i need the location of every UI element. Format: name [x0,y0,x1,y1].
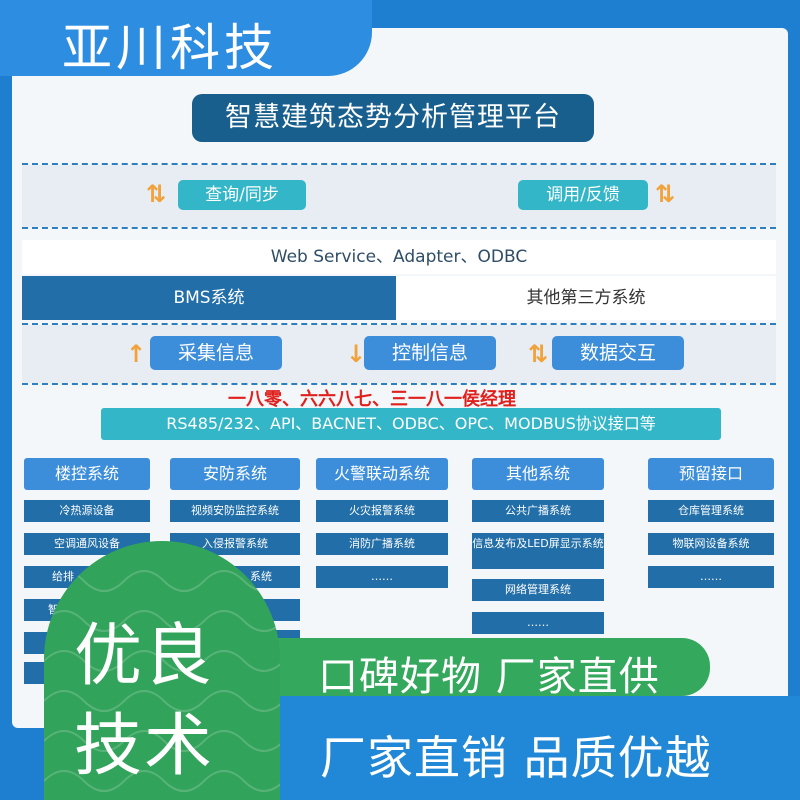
column-item: 物联网设备系统 [648,533,774,555]
up-down-arrow-icon: ⇅ [146,180,167,208]
column-header-other-systems: 其他系统 [472,458,604,490]
third-party-system-box: 其他第三方系统 [396,276,776,320]
up-down-arrow-icon: ⇅ [655,180,676,208]
slogan-green-bar: 口碑好物 厂家直供 [278,638,710,700]
slogan-green-text: 口碑好物 厂家直供 [318,654,660,700]
column-header-building-control: 楼控系统 [24,458,150,490]
badge-line-2: 技术 [74,707,215,786]
column-item: 火灾报警系统 [316,500,448,522]
control-info-box: 控制信息 [364,336,496,370]
column-item: …… [648,566,774,588]
column-header-reserved-interface: 预留接口 [648,458,774,490]
wave-pattern-icon [44,570,280,792]
dashed-divider-2 [22,227,776,229]
up-down-arrow-icon: ⇅ [528,340,549,368]
column-header-security: 安防系统 [170,458,300,490]
top-action-band [22,165,776,227]
protocols-line: Web Service、Adapter、ODBC [22,240,776,274]
call-feedback-box: 调用/反馈 [518,180,648,210]
up-arrow-icon: ↑ [126,340,147,368]
badge-line-1: 优良 [74,617,215,696]
down-arrow-icon: ↓ [346,340,367,368]
interface-protocols-box: RS485/232、API、BACNET、ODBC、OPC、MODBUS协议接口… [101,408,721,440]
column-item: 网络管理系统 [472,579,604,601]
column-item: 信息发布及LED屏显示系统 [472,533,604,569]
slogan-blue-text: 厂家直销 品质优越 [320,731,712,785]
platform-title: 智慧建筑态势分析管理平台 [192,94,594,142]
contact-line: 一八零、六六八七、三一八一侯经理 [228,389,516,410]
dashed-divider-3 [22,323,776,325]
column-item: …… [316,566,448,588]
query-sync-box: 查询/同步 [178,180,306,210]
column-item: 仓库管理系统 [648,500,774,522]
column-item: 消防广播系统 [316,533,448,555]
brand-banner: 亚川科技 [0,0,372,77]
slogan-blue-bar: 厂家直销 品质优越 [278,696,800,800]
column-item: 视频安防监控系统 [170,500,300,522]
column-item: 公共广播系统 [472,500,604,522]
column-item: 冷热源设备 [24,500,150,522]
column-header-fire-alarm: 火警联动系统 [316,458,448,490]
collect-info-box: 采集信息 [150,336,282,370]
dashed-divider-4 [22,383,776,385]
bms-system-box: BMS系统 [22,276,396,320]
column-item: …… [472,612,604,634]
brand-name: 亚川科技 [62,19,278,77]
dashed-divider-top [22,163,776,165]
data-exchange-box: 数据交互 [552,336,684,370]
quality-tech-badge [44,541,280,800]
